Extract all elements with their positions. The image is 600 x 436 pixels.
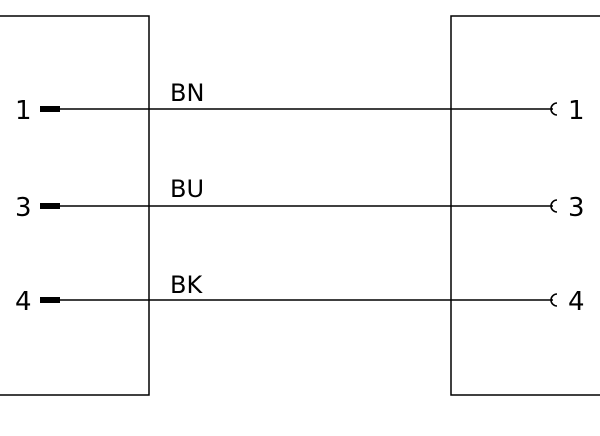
right-pin-3-female-contact bbox=[550, 199, 558, 213]
right-pin-label-1: 1 bbox=[568, 96, 585, 126]
wire-label-bk: BK bbox=[170, 271, 203, 299]
wire-label-bu: BU bbox=[170, 175, 204, 203]
left-pin-4-male-contact bbox=[40, 297, 60, 303]
wire-row-1: 1 BN 1 bbox=[15, 79, 585, 126]
left-pin-label-4: 4 bbox=[15, 287, 32, 317]
right-pin-label-3: 3 bbox=[568, 193, 585, 223]
left-pin-3-male-contact bbox=[40, 203, 60, 209]
wire-label-bn: BN bbox=[170, 79, 204, 107]
right-pin-1-female-contact bbox=[550, 102, 558, 116]
wire-row-3: 3 BU 3 bbox=[15, 175, 585, 223]
left-pin-label-3: 3 bbox=[15, 193, 32, 223]
left-pin-1-male-contact bbox=[40, 106, 60, 112]
left-pin-label-1: 1 bbox=[15, 96, 32, 126]
right-pin-4-female-contact bbox=[550, 293, 558, 307]
wire-row-4: 4 BK 4 bbox=[15, 271, 585, 317]
right-pin-label-4: 4 bbox=[568, 287, 585, 317]
